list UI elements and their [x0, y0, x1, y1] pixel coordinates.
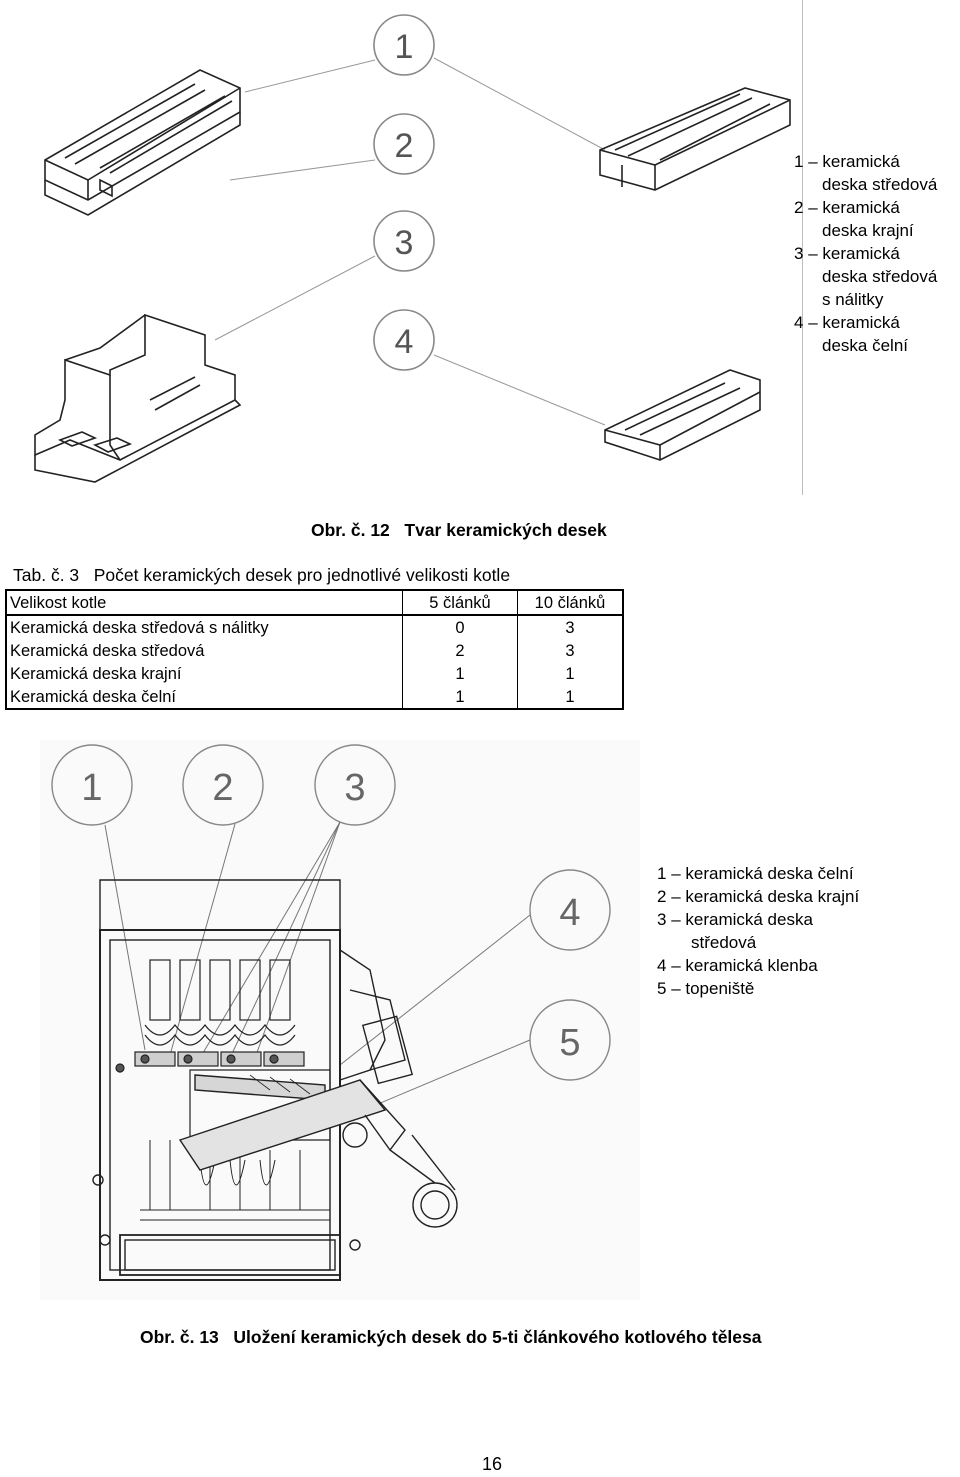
callout-label-3: 3 — [395, 224, 414, 262]
callout-label-1: 1 — [81, 767, 102, 809]
table-row: Keramická deska čelní 1 1 — [5, 685, 623, 709]
table-cell: 3 — [517, 639, 623, 662]
callout-circle-2 — [182, 744, 264, 826]
ceramic-plates-table: Velikost kotle 5 článků 10 článků Kerami… — [5, 589, 624, 710]
plate-edge — [599, 87, 791, 191]
table-caption: Tab. č. 3 Počet keramických desek pro je… — [13, 565, 511, 585]
figure-12-drawing: 1 2 3 4 — [34, 14, 791, 483]
table-row: Keramická deska středová 2 3 — [5, 639, 623, 662]
table-row: Keramická deska krajní 1 1 — [5, 662, 623, 685]
callout-label-3: 3 — [344, 767, 365, 809]
callout-circle-2 — [373, 113, 435, 175]
legend-item-4-cont: deska čelní — [822, 336, 908, 355]
legend-item-1: 1 – keramická — [794, 152, 900, 171]
plate-with-lugs — [34, 313, 242, 483]
table-cell: Keramická deska krajní — [5, 662, 403, 685]
header-size: Velikost kotle — [5, 590, 403, 616]
legend-item-3-cont2: s nálitky — [822, 290, 884, 309]
table-cell: 0 — [402, 615, 518, 639]
table-cell: 1 — [402, 685, 518, 709]
callout-label-4: 4 — [559, 892, 580, 934]
callout-circle-1 — [373, 14, 435, 76]
legend-item-5: 5 – topeniště — [657, 979, 755, 998]
legend-item-2-cont: deska krajní — [822, 221, 914, 240]
figure-13-drawing: 1 2 3 4 5 — [40, 740, 640, 1300]
legend-item-3-cont: středová — [691, 933, 757, 952]
figure-12-caption: Obr. č. 12 Tvar keramických desek — [311, 520, 607, 540]
legend-item-3: 3 – keramická — [794, 244, 900, 263]
callout-circle-4 — [529, 869, 611, 951]
legend-item-1-cont: deska středová — [822, 175, 938, 194]
callout-circle-3 — [314, 744, 396, 826]
table-row: Keramická deska středová s nálitky 0 3 — [5, 615, 623, 639]
legend-item-1: 1 – keramická deska čelní — [657, 864, 854, 883]
page-number: 16 — [482, 1454, 503, 1474]
legend-item-4: 4 – keramická — [794, 313, 900, 332]
figure-13-caption: Obr. č. 13 Uložení keramických desek do … — [140, 1327, 762, 1347]
callout-label-2: 2 — [212, 767, 233, 809]
boiler-body — [92, 879, 458, 1281]
plate-center — [44, 69, 241, 216]
legend-item-3: 3 – keramická deska — [657, 910, 813, 929]
legend-item-2: 2 – keramická deska krajní — [657, 887, 860, 906]
header-10: 10 článků — [517, 590, 623, 616]
legend-item-2: 2 – keramická — [794, 198, 900, 217]
callout-circle-3 — [373, 210, 435, 272]
callout-label-1: 1 — [395, 28, 414, 66]
table-header-row: Velikost kotle 5 článků 10 článků — [5, 590, 623, 616]
table-cell: 2 — [402, 639, 518, 662]
plate-front — [604, 369, 761, 461]
table-cell: 1 — [517, 662, 623, 685]
legend-item-4: 4 – keramická klenba — [657, 956, 818, 975]
figure-13-legend: 1 – keramická deska čelní 2 – keramická … — [657, 862, 859, 1000]
figure-12-legend: 1 – keramická deska středová 2 – keramic… — [794, 150, 937, 357]
table-cell: Keramická deska středová s nálitky — [5, 615, 403, 639]
callout-circle-4 — [373, 309, 435, 371]
table-cell: Keramická deska středová — [5, 639, 403, 662]
header-5: 5 článků — [402, 590, 518, 616]
table-cell: 1 — [402, 662, 518, 685]
table-cell: Keramická deska čelní — [5, 685, 403, 709]
leader-lines — [214, 57, 606, 426]
callout-label-2: 2 — [395, 127, 414, 165]
divider-line — [802, 0, 803, 495]
callout-label-5: 5 — [559, 1022, 580, 1064]
table-cell: 3 — [517, 615, 623, 639]
callout-label-4: 4 — [395, 323, 414, 361]
table-cell: 1 — [517, 685, 623, 709]
callout-circle-1 — [51, 744, 133, 826]
legend-item-3-cont: deska středová — [822, 267, 938, 286]
